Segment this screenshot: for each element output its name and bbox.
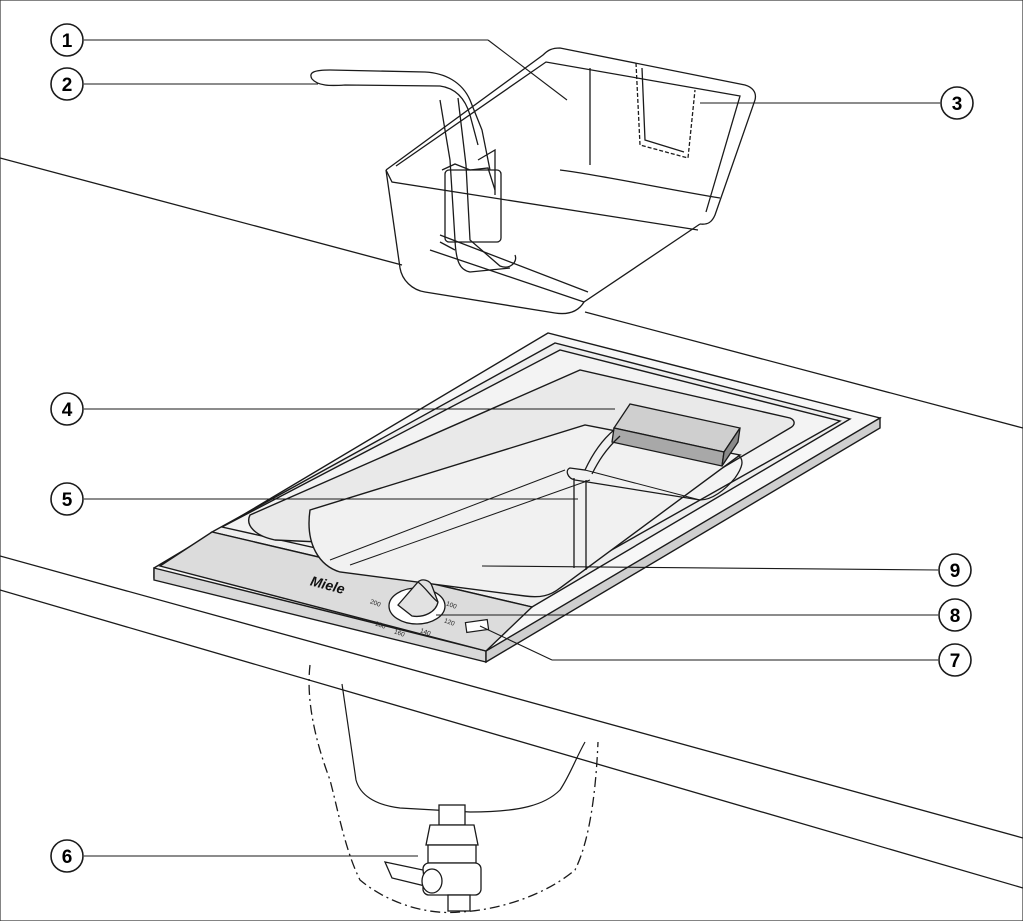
callout-6: 6	[50, 839, 84, 873]
callout-8-label: 8	[950, 606, 961, 627]
heating-element	[566, 403, 743, 570]
callout-2-label: 2	[62, 75, 73, 96]
dial-mark-100: 100	[445, 600, 458, 610]
dial-mark-180: 180	[374, 620, 387, 630]
dial-mark-200: 200	[369, 598, 382, 608]
drain-valve	[383, 804, 482, 912]
leader-lines	[84, 39, 940, 857]
tank-outline	[308, 664, 599, 914]
control-dial	[388, 579, 446, 625]
callout-3: 3	[940, 86, 974, 120]
callout-1-label: 1	[62, 31, 73, 52]
callout-1: 1	[50, 23, 84, 57]
dial-markings: 200 180 160 140 120 100	[369, 598, 458, 638]
callout-5: 5	[50, 482, 84, 516]
callout-9: 9	[938, 553, 972, 587]
countertop	[0, 157, 1023, 889]
dial-mark-160: 160	[393, 628, 406, 638]
callout-7-label: 7	[950, 651, 961, 672]
callout-3-label: 3	[952, 94, 963, 115]
callouts: 1 2 3 4 5 6 7 8 9	[50, 23, 974, 873]
callout-7: 7	[938, 643, 972, 677]
indicator-window	[464, 618, 490, 634]
dial-mark-140: 140	[419, 627, 432, 637]
callout-8: 8	[938, 598, 972, 632]
callout-9-label: 9	[950, 561, 961, 582]
callout-6-label: 6	[62, 847, 73, 868]
callout-2: 2	[50, 67, 84, 101]
callout-4: 4	[50, 392, 84, 426]
callout-4-label: 4	[62, 400, 73, 421]
basket-handle	[310, 69, 517, 273]
dial-mark-120: 120	[443, 617, 456, 627]
frying-basket	[385, 47, 757, 315]
callout-5-label: 5	[62, 490, 73, 511]
